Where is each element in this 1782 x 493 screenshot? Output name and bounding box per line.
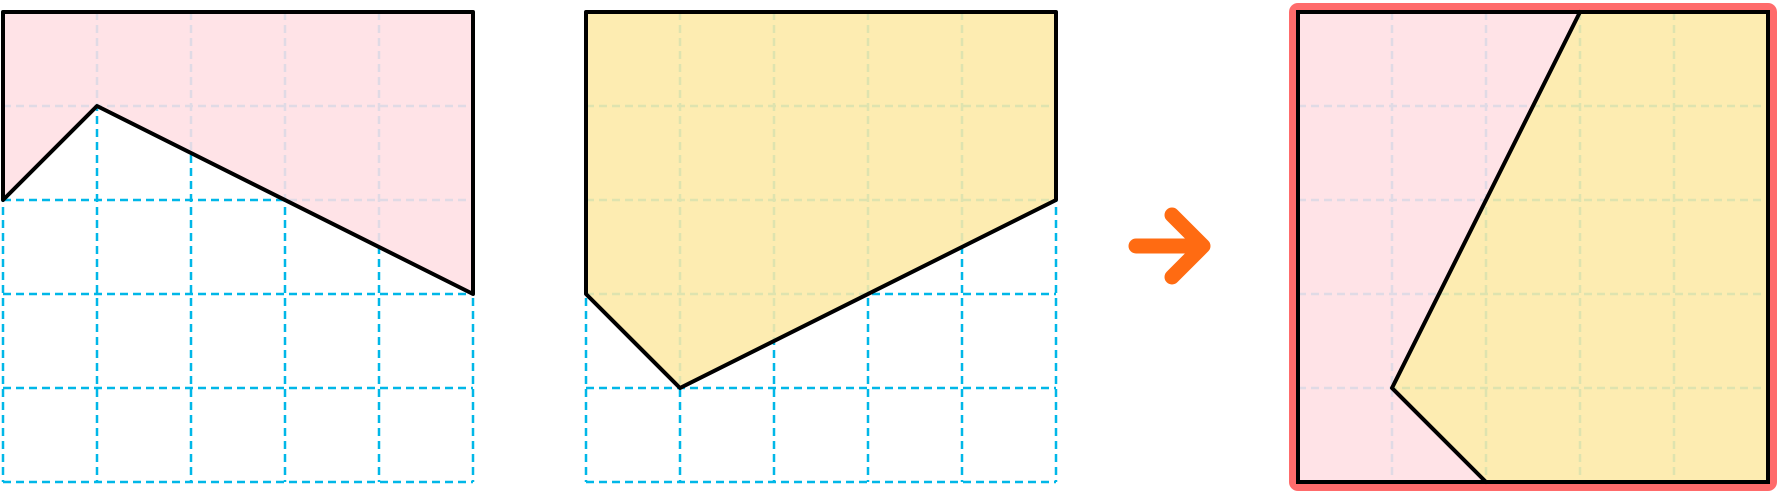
result-right-region	[1392, 12, 1768, 482]
result-panel	[1289, 3, 1777, 491]
result-seam	[1390, 10, 1582, 484]
piece-b-fill	[586, 12, 1056, 388]
right-arrow-icon	[1128, 207, 1211, 285]
piece-b-panel	[584, 10, 1058, 484]
piece-a-panel	[1, 10, 475, 484]
result-outline	[1296, 10, 1770, 484]
piece-b-outline	[584, 10, 1058, 390]
piece-a-fill	[3, 12, 473, 294]
piece-a-outline	[1, 10, 475, 296]
result-left-region	[1298, 12, 1580, 482]
